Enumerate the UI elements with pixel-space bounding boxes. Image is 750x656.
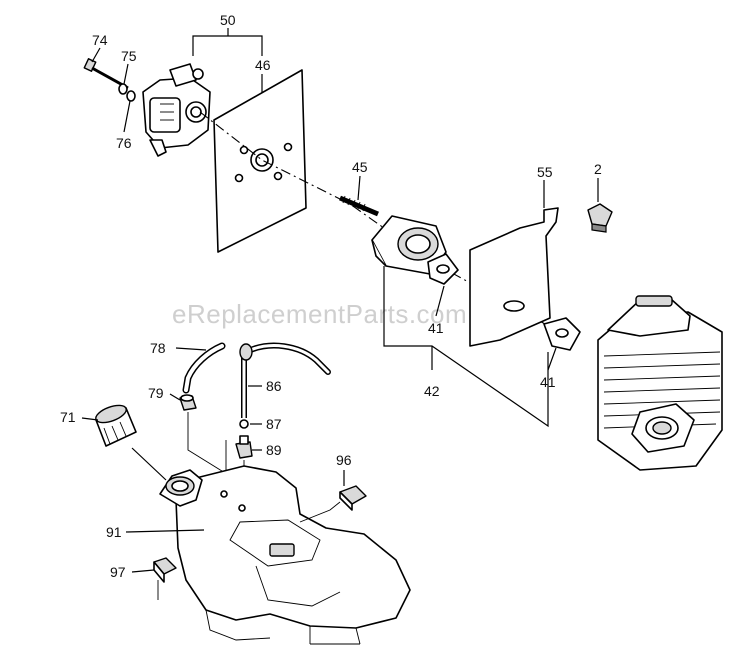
callout-79: 79 <box>148 385 164 401</box>
fuel-tank-91 <box>159 465 411 645</box>
callout-87: 87 <box>266 416 282 432</box>
callout-74: 74 <box>92 32 108 48</box>
leader-76 <box>123 100 131 133</box>
callout-86: 86 <box>266 378 282 394</box>
leader-71 <box>81 417 99 421</box>
callout-76: 76 <box>116 135 132 151</box>
cap-71 <box>95 404 137 447</box>
callout-96: 96 <box>336 452 352 468</box>
callout-46: 46 <box>255 57 271 73</box>
callout-97: 97 <box>110 564 126 580</box>
leader-74 <box>91 47 101 63</box>
callout-91: 91 <box>106 524 122 540</box>
bracket-50 <box>192 35 263 56</box>
leader-78 <box>175 347 207 351</box>
callout-41-upper: 41 <box>428 320 444 336</box>
leader-41-upper <box>435 285 445 317</box>
washer-75 <box>118 83 128 95</box>
part-2-block <box>587 203 613 233</box>
insulator <box>371 215 447 275</box>
leader-96-drop <box>299 501 341 523</box>
callout-45: 45 <box>352 159 368 175</box>
callout-75: 75 <box>121 48 137 64</box>
callout-89: 89 <box>266 442 282 458</box>
hose-78-inner <box>184 344 224 392</box>
leader-79-drop <box>187 412 231 477</box>
callout-71: 71 <box>60 409 76 425</box>
leader-45 <box>357 175 361 201</box>
grommet-79 <box>179 394 197 411</box>
fuel-line-86 <box>239 342 331 418</box>
gasket-41-upper <box>427 253 459 285</box>
callout-50: 50 <box>220 12 236 28</box>
leader-79 <box>169 393 181 401</box>
cap-axis <box>131 447 167 481</box>
gasket-41-lower <box>543 317 581 351</box>
leader-97 <box>131 569 155 573</box>
callout-41-lower: 41 <box>540 374 556 390</box>
leader-75 <box>123 63 129 85</box>
callout-2: 2 <box>594 161 602 177</box>
gasket-46 <box>213 69 307 253</box>
filter-87 <box>239 419 249 429</box>
leader-41-lower <box>547 347 557 371</box>
leader-91 <box>125 529 205 533</box>
part-96 <box>339 485 367 511</box>
stud-45 <box>339 195 379 217</box>
callout-55: 55 <box>537 164 553 180</box>
cylinder <box>597 295 723 471</box>
carburetor <box>142 63 211 157</box>
part-89 <box>235 435 253 459</box>
heat-shield-55 <box>469 207 559 347</box>
callout-42: 42 <box>424 383 440 399</box>
part-97 <box>153 557 177 583</box>
callout-78: 78 <box>150 340 166 356</box>
watermark: eReplacementParts.com <box>172 299 467 329</box>
washer-76 <box>126 90 136 102</box>
